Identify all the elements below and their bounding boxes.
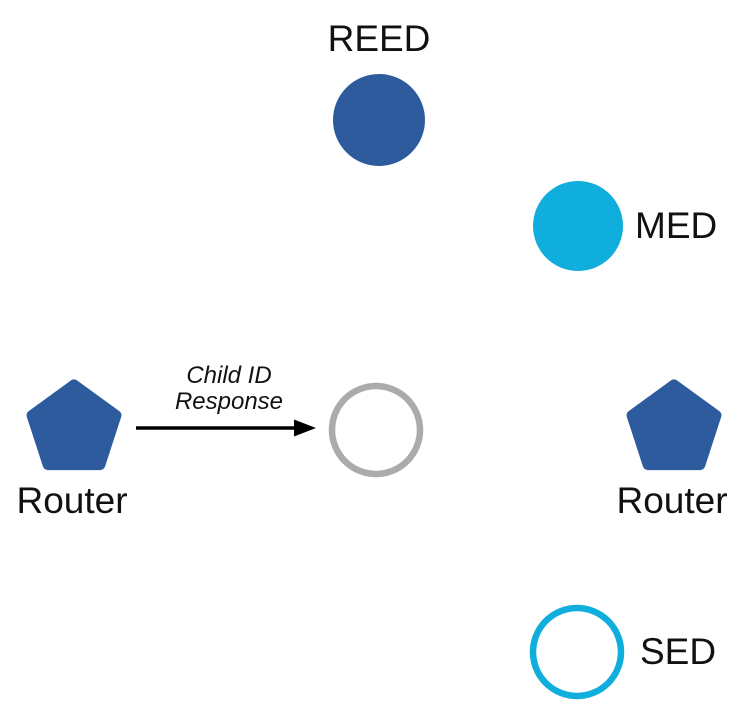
- router-right-pentagon-icon: [626, 379, 722, 471]
- message-line-1: Child ID: [186, 362, 272, 389]
- router-right-node-label: Router: [616, 480, 728, 521]
- router-left-node-label: Router: [16, 480, 128, 521]
- child-id-response-message-label: Child ID Response: [129, 363, 329, 415]
- router-left-pentagon-icon: [26, 379, 122, 471]
- sed-node-label: SED: [640, 631, 717, 672]
- reed-node-label: REED: [327, 18, 431, 59]
- reed-node-circle: [333, 74, 425, 166]
- med-node-circle: [533, 181, 623, 271]
- joining-device-circle: [328, 382, 424, 478]
- sed-node-circle: [529, 604, 625, 700]
- message-line-2: Response: [174, 388, 284, 415]
- med-node-label: MED: [635, 205, 718, 246]
- child-id-response-arrow-head: [294, 419, 316, 437]
